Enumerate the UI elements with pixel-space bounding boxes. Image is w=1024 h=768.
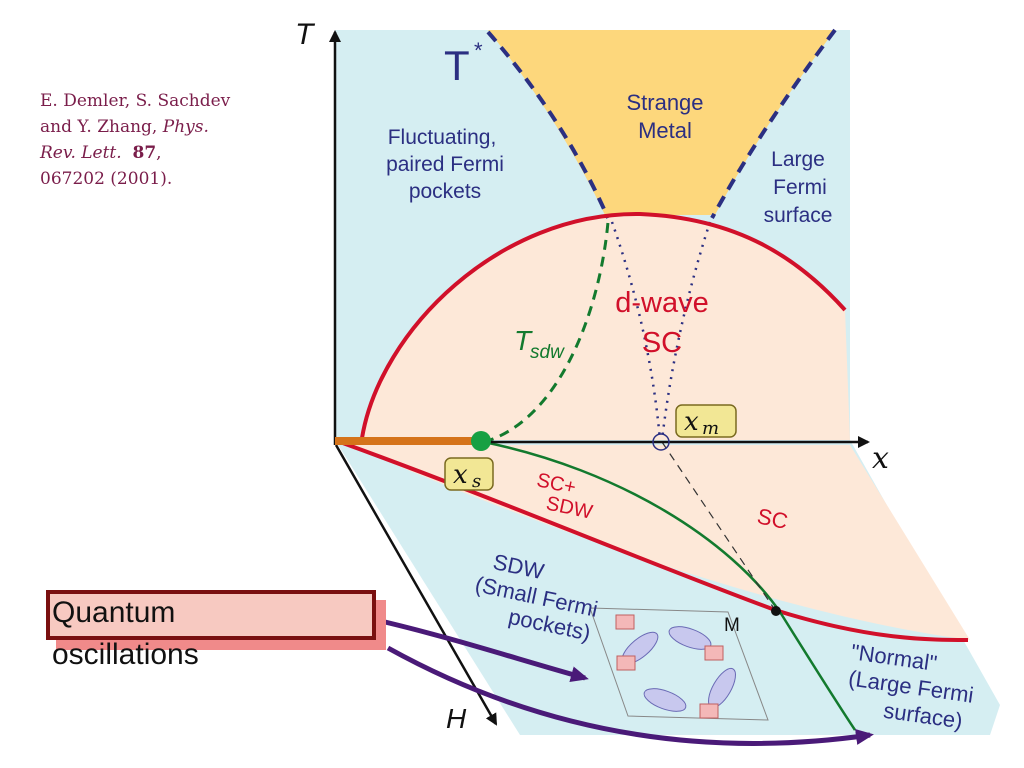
- large-fermi-line2: Fermi: [773, 176, 827, 199]
- large-fermi-line1: Large: [771, 148, 825, 171]
- strange-metal-line2: Metal: [638, 118, 692, 143]
- t-axis-label: T: [295, 18, 316, 51]
- callout-arrow-lower: [386, 645, 874, 746]
- fermi-surface-inset: [589, 607, 769, 721]
- tsdw-line: [483, 221, 610, 444]
- m-label: M: [724, 615, 740, 636]
- tstar-right-dotted: [660, 221, 712, 441]
- xs-label-box: [444, 457, 494, 491]
- reference-journal-phys: Phys.: [162, 117, 209, 137]
- quantum-oscillations-box: [46, 590, 376, 640]
- fluctuating-line2: paired Fermi: [386, 153, 504, 176]
- reference-line2-authors: and Y. Zhang,: [40, 117, 163, 137]
- callout-arrow-upper: [384, 619, 589, 682]
- xm-to-m-line: [661, 441, 776, 611]
- xm-label: x: [684, 407, 699, 437]
- tstar-label: T: [444, 42, 470, 89]
- large-fermi-line3: surface: [764, 204, 833, 227]
- tstar-right-line: [710, 28, 837, 219]
- fluctuating-line1: Fluctuating,: [388, 126, 497, 149]
- callout-line1: Quantum: [52, 596, 176, 629]
- floor-sc-region: [350, 445, 970, 640]
- reference-line1: E. Demler, S. Sachdev: [40, 91, 231, 111]
- dwave-sc-dome: [360, 213, 850, 440]
- dwave-sc-line2: SC: [642, 327, 682, 359]
- fluctuating-line3: pockets: [409, 180, 481, 203]
- h-axis-label: H: [446, 703, 467, 734]
- xs-label: x: [453, 460, 468, 490]
- quantum-oscillations-text: Quantum oscillations: [52, 592, 382, 676]
- xs-point: [471, 431, 491, 451]
- tc-dome-curve: [360, 211, 847, 439]
- sc-floor-label: SC: [755, 503, 790, 534]
- strange-metal-region: [488, 30, 835, 215]
- strange-metal-line1: Strange: [626, 90, 703, 115]
- x-axis-label: x: [872, 441, 889, 476]
- tstar-left-line: [486, 30, 610, 219]
- tstar-left-dotted: [610, 221, 662, 441]
- reference-citation: E. Demler, S. Sachdev and Y. Zhang, Phys…: [40, 88, 290, 192]
- xm-subscript: m: [702, 418, 719, 439]
- reference-volume: 87: [132, 143, 157, 163]
- m-point: [771, 606, 781, 616]
- dwave-sc-line1: d-wave: [615, 287, 709, 319]
- tsdw-label: T: [514, 325, 533, 356]
- reference-line2: and Y. Zhang, Phys.: [40, 114, 290, 140]
- xs-subscript: s: [472, 471, 481, 492]
- reference-line3: Rev. Lett. 87,: [40, 140, 290, 166]
- tsdw-subscript: sdw: [530, 342, 565, 363]
- callout-line2: oscillations: [52, 638, 199, 671]
- tstar-superscript: *: [474, 38, 483, 63]
- reference-line4: 067202 (2001).: [40, 169, 173, 189]
- xm-point: [652, 433, 670, 451]
- h-axis: [334, 444, 498, 726]
- reference-comma: ,: [156, 143, 162, 163]
- reference-journal-rev: Rev. Lett.: [40, 143, 122, 163]
- xm-label-box: [675, 404, 737, 438]
